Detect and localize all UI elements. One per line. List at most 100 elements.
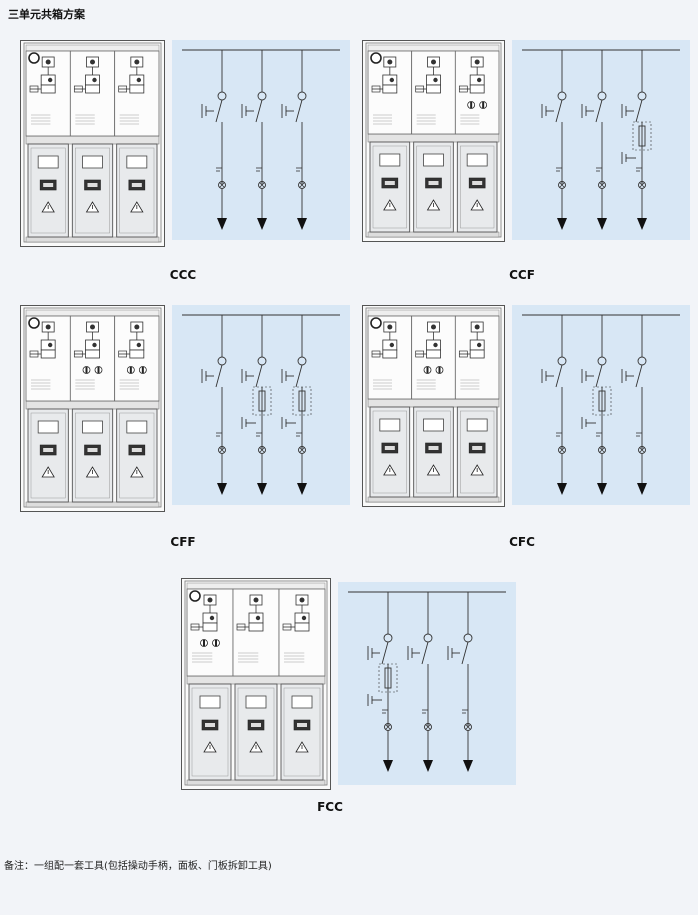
earthing-box <box>85 84 100 94</box>
indicator-lamp <box>598 446 606 454</box>
viewing-window <box>199 695 221 709</box>
current-sensor <box>597 356 607 366</box>
door-lock-slot <box>472 181 483 185</box>
cabinet-top-strip <box>367 44 500 52</box>
cabinet-top-strip <box>186 582 326 590</box>
viewing-window <box>379 418 401 432</box>
switch-knob <box>92 342 97 348</box>
single-line-diagram <box>512 40 690 240</box>
indicator-block <box>118 350 128 358</box>
indicator-lamp <box>424 723 432 731</box>
indicator-lamp <box>639 182 645 188</box>
door-inner-border <box>372 145 407 229</box>
door-lock-slot <box>131 448 142 452</box>
load-switch <box>555 364 563 388</box>
indicator-lamp <box>425 724 431 730</box>
current-sensor <box>297 356 307 366</box>
load-switch <box>635 364 643 388</box>
mechanism-knob <box>299 597 305 603</box>
brand-logo <box>189 590 201 602</box>
door-inner-border <box>75 412 110 499</box>
fuse-symbol <box>384 667 392 689</box>
indicator-block <box>73 85 83 93</box>
scheme-label: CCC <box>169 268 197 282</box>
single-line-diagram <box>338 582 516 785</box>
single-line-diagram <box>172 305 350 505</box>
fuse-symbol <box>258 390 266 412</box>
viewing-window <box>423 153 444 167</box>
switch-knob <box>209 615 215 621</box>
fuse-indicator-bar <box>129 367 132 373</box>
earthing-box <box>382 349 398 359</box>
door-lock-slot <box>384 446 395 450</box>
fuse-indicator-bar <box>426 367 429 373</box>
door-lock-slot <box>472 446 483 450</box>
viewing-window <box>466 418 488 432</box>
door-lock-slot <box>87 183 98 187</box>
switch-knob <box>92 77 97 83</box>
indicator-lamp <box>558 446 566 454</box>
mechanism-knob <box>45 324 51 330</box>
fuse-symbol <box>298 390 306 412</box>
outgoing-arrow <box>597 218 607 230</box>
indicator-lamp <box>218 181 226 189</box>
viewing-window <box>126 155 148 169</box>
switch-knob <box>255 615 261 621</box>
indicator-lamp <box>465 724 471 730</box>
earthing-box <box>426 349 441 359</box>
door-inner-border <box>283 687 321 777</box>
viewing-window <box>466 153 488 167</box>
switch-knob <box>433 77 438 83</box>
indicator-block <box>282 623 292 631</box>
current-sensor <box>557 91 567 101</box>
indicator-lamp <box>298 181 306 189</box>
indicator-lamp <box>258 446 266 454</box>
cabinet-top-strip <box>367 309 500 317</box>
earthing-box <box>469 349 485 359</box>
scheme-label: CFF <box>170 535 196 549</box>
indicator-lamp <box>298 446 306 454</box>
cabinet-base <box>25 236 160 243</box>
outgoing-arrow <box>597 483 607 495</box>
cabinet-middle-strip <box>25 135 160 145</box>
outgoing-arrow <box>297 218 307 230</box>
indicator-block <box>190 623 200 631</box>
indicator-lamp <box>599 182 605 188</box>
cabinet-front-view <box>362 40 505 242</box>
outgoing-arrow <box>217 218 227 230</box>
indicator-block <box>458 350 468 358</box>
mechanism-knob <box>253 597 259 603</box>
earthing-box <box>129 349 145 359</box>
viewing-window <box>291 695 313 709</box>
cabinet-base <box>186 779 326 786</box>
earthing-box <box>202 622 218 632</box>
load-switch <box>555 99 563 123</box>
door-lock-slot <box>43 448 54 452</box>
load-switch <box>215 364 223 388</box>
earthing-box <box>129 84 145 94</box>
load-switch <box>461 641 469 665</box>
current-sensor <box>557 356 567 366</box>
mechanism-knob <box>431 324 436 330</box>
brand-logo <box>370 317 382 329</box>
door-inner-border <box>75 147 110 234</box>
switch-knob <box>476 342 482 348</box>
door-inner-border <box>119 412 155 499</box>
scheme-label: FCC <box>317 800 343 814</box>
fuse-indicator-bar <box>141 367 144 373</box>
indicator-block <box>371 350 381 358</box>
single-line-diagram <box>512 305 690 505</box>
outgoing-arrow <box>463 760 473 772</box>
viewing-window <box>245 695 267 709</box>
cabinet-top-strip <box>25 44 160 52</box>
current-sensor <box>383 633 393 643</box>
door-lock-slot <box>205 723 215 727</box>
outgoing-arrow <box>637 483 647 495</box>
page-title: 三单元共箱方案 <box>8 8 85 21</box>
earthing-box <box>426 84 441 94</box>
door-lock-slot <box>251 723 261 727</box>
door-inner-border <box>191 687 229 777</box>
fuse-enclosure <box>632 121 652 151</box>
fuse-enclosure <box>252 386 272 416</box>
outgoing-arrow <box>257 483 267 495</box>
